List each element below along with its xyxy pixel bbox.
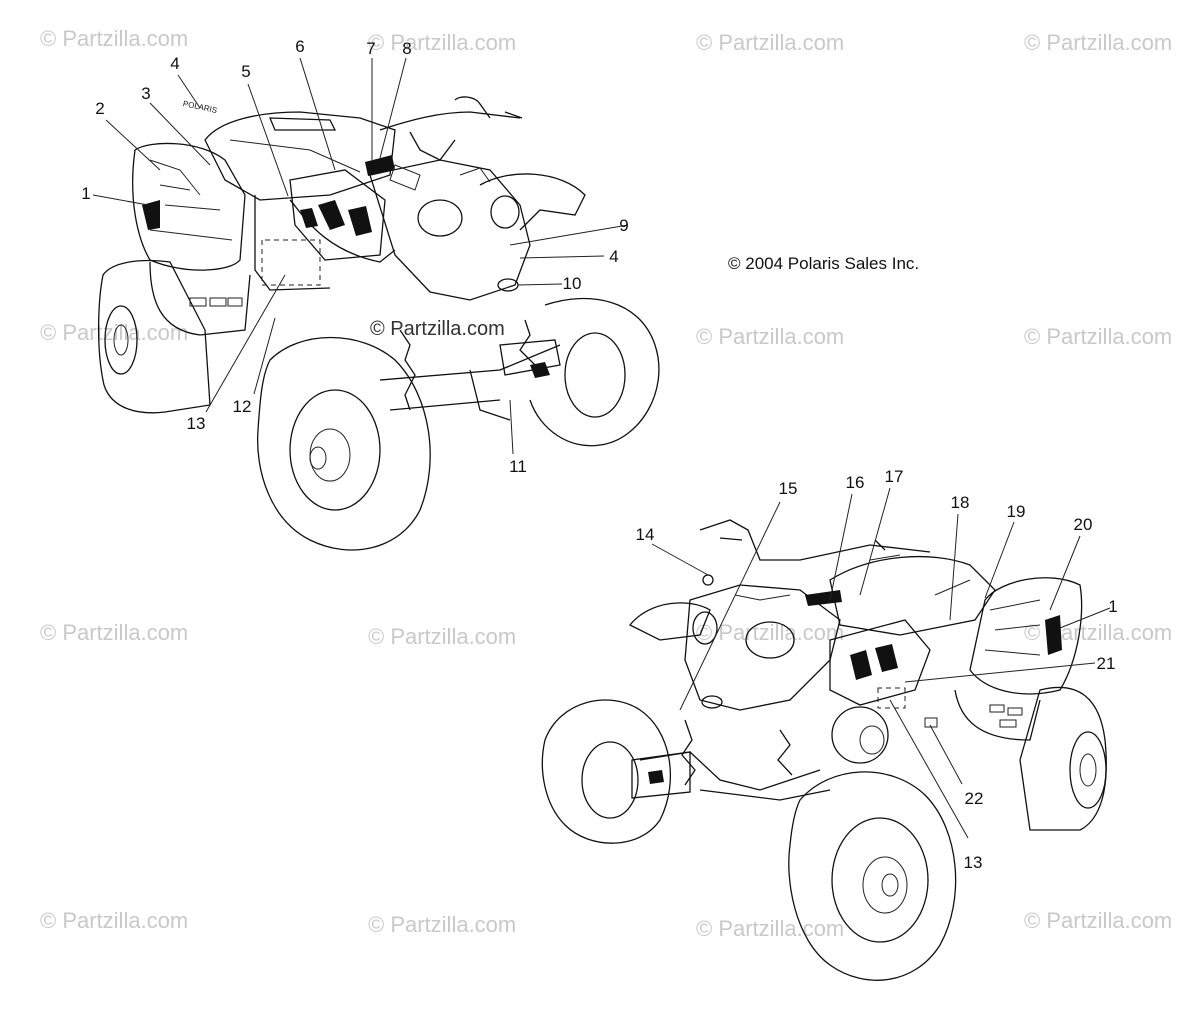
callout-label: 8 [402, 39, 412, 58]
watermark: © Partzilla.com [1024, 30, 1173, 55]
callout-label: 13 [186, 414, 206, 433]
callout-label: 9 [619, 216, 629, 235]
lower-front-wheel-right [788, 771, 957, 981]
leader-lines [92, 57, 1111, 839]
upper-rear-wheel [97, 259, 211, 414]
lower-rear-wheel [1019, 686, 1107, 831]
watermark: © Partzilla.com [368, 912, 517, 937]
upper-front-wheel-right [529, 297, 660, 447]
lower-front-wheel-left [541, 699, 672, 844]
watermark: © Partzilla.com [40, 26, 189, 51]
copyright-notice: © 2004 Polaris Sales Inc. [728, 254, 920, 273]
lower-handlebars [699, 519, 931, 561]
callout-label: 1 [1108, 597, 1118, 616]
watermark: © Partzilla.com [1024, 324, 1173, 349]
upper-body [204, 111, 396, 291]
lower-atv [541, 519, 1107, 981]
lower-rear-fender [954, 577, 1083, 741]
callout-label: 22 [964, 789, 984, 808]
upper-front-hood [365, 155, 531, 301]
lower-front-fender [628, 602, 711, 641]
callout-label: 17 [884, 467, 904, 486]
lower-side-panel [829, 619, 938, 728]
lower-frame [631, 574, 889, 801]
upper-atv [97, 96, 660, 551]
callout-label: 19 [1006, 502, 1026, 521]
callout-label: 12 [232, 397, 252, 416]
upper-rear-fender [132, 142, 251, 336]
callout-label: 18 [950, 493, 970, 512]
upper-handlebars [379, 96, 523, 161]
watermark: © Partzilla.com [368, 30, 517, 55]
watermark: © Partzilla.com [696, 620, 845, 645]
watermark: © Partzilla.com [368, 624, 517, 649]
callout-label: 10 [562, 274, 582, 293]
watermark: © Partzilla.com [696, 30, 845, 55]
watermark: © Partzilla.com [40, 620, 189, 645]
upper-side-panel [289, 169, 386, 261]
lower-front-hood [684, 584, 842, 711]
watermark: © Partzilla.com [696, 916, 845, 941]
lower-seat [829, 554, 996, 636]
callout-label: 3 [141, 84, 151, 103]
upper-suspension [379, 319, 561, 421]
callout-label: 2 [95, 99, 105, 118]
callout-label: 21 [1096, 654, 1116, 673]
callout-label: 14 [635, 525, 655, 544]
watermark: © Partzilla.com [696, 324, 845, 349]
callout-label: 1 [81, 184, 91, 203]
callout-label: 4 [609, 247, 619, 266]
callout-label: 16 [845, 473, 865, 492]
callout-label: 20 [1073, 515, 1093, 534]
callout-label: 5 [241, 62, 251, 81]
callout-label: 13 [963, 853, 983, 872]
callout-label: 4 [170, 54, 180, 73]
watermark: © Partzilla.com [40, 908, 189, 933]
callout-label: 7 [366, 39, 376, 58]
callout-label: 15 [778, 479, 798, 498]
callout-label: 11 [509, 457, 527, 476]
upper-front-wheel-left [256, 336, 431, 551]
watermark: © Partzilla.com [1024, 908, 1173, 933]
upper-front-fender [479, 173, 586, 231]
callout-label: 6 [295, 37, 305, 56]
